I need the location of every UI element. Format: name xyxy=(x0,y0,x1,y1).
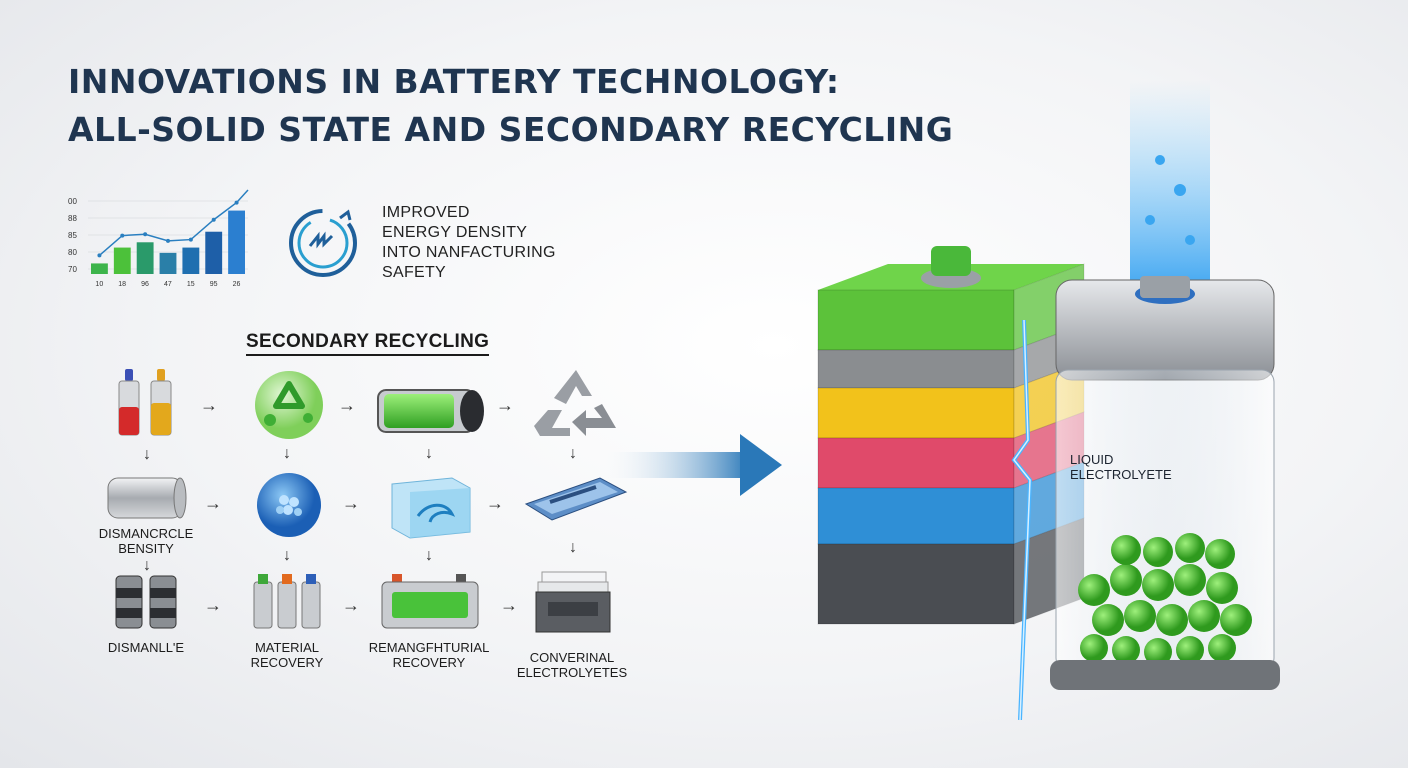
stack-layer xyxy=(817,487,1015,545)
stack-layer xyxy=(817,289,1015,351)
mini-chart-svg: 00 88 85 80 70 10 18 96 47 15 95 26 xyxy=(68,189,249,288)
x-tick-label: 18 xyxy=(118,281,126,288)
page-title: INNOVATIONS IN BATTERY TECHNOLOGY: ALL-S… xyxy=(68,58,953,154)
trend-point xyxy=(120,233,125,238)
chart-bar xyxy=(113,247,131,274)
stack-layer xyxy=(817,437,1015,489)
feature-list: IMPROVED ENERGY DENSITY INTO NANFACTURIN… xyxy=(382,203,556,283)
flow-arrow: → xyxy=(496,395,514,415)
title-line-2: ALL-SOLID STATE AND SECONDARY RECYCLING xyxy=(68,110,954,149)
stack-terminal xyxy=(931,246,971,276)
trend-point xyxy=(166,238,170,243)
circular-energy-icon xyxy=(286,206,360,280)
flow-arrow: → xyxy=(200,395,218,415)
title-line-1: INNOVATIONS IN BATTERY TECHNOLOGY: xyxy=(68,62,840,101)
y-tick-label: 85 xyxy=(68,231,77,240)
liquid-electrolyte-battery xyxy=(1030,80,1290,720)
x-tick-label: 96 xyxy=(141,281,149,288)
down-arrow: ↓ xyxy=(143,557,151,574)
y-tick-label: 88 xyxy=(68,214,77,223)
y-tick-label: 80 xyxy=(68,248,77,257)
material-recovery-label: MATERIAL RECOVERY xyxy=(250,640,324,670)
chart-bar xyxy=(159,252,177,274)
sample-bottles-icon xyxy=(115,365,181,439)
feature-line: SAFETY xyxy=(382,264,447,281)
car-battery-icon xyxy=(380,574,480,630)
x-tick-label: 15 xyxy=(187,281,195,288)
solid-state-battery xyxy=(812,230,1102,690)
remanufacturing-recovery-label: REMANGFHTURIAL RECOVERY xyxy=(368,640,490,670)
down-arrow: ↓ xyxy=(569,445,577,462)
feature-line: IMPROVED xyxy=(382,204,470,221)
trend-point xyxy=(234,200,239,205)
battery-module-icon xyxy=(520,474,630,524)
down-arrow: ↓ xyxy=(143,446,151,463)
flow-arrow: → xyxy=(486,493,504,513)
x-tick-label: 47 xyxy=(164,281,172,288)
conventional-electrolytes-label: CONVERINAL ELECTROLYETES xyxy=(516,650,628,680)
mini-chart: 00 88 85 80 70 10 18 96 47 15 95 26 xyxy=(66,188,256,288)
x-tick-label: 10 xyxy=(95,281,103,288)
chart-bar xyxy=(228,210,245,274)
green-battery-icon xyxy=(376,386,488,436)
flow-arrow: → xyxy=(204,493,222,513)
molecule-sphere-icon xyxy=(254,470,324,540)
dismantle-density-label: DISMANCRCLE BENSITY xyxy=(98,526,194,556)
metal-cylinder-icon xyxy=(104,472,188,524)
stacked-plates-icon xyxy=(534,570,614,634)
chart-bar xyxy=(91,263,108,274)
metal-cans-icon xyxy=(112,572,182,632)
trend-point xyxy=(188,237,193,242)
down-arrow: ↓ xyxy=(283,547,291,564)
dismantle-label: DISMANLL'E xyxy=(107,640,185,655)
down-arrow: ↓ xyxy=(425,547,433,564)
trend-point xyxy=(97,253,102,258)
green-pellets xyxy=(1078,533,1252,666)
feature-line: ENERGY DENSITY xyxy=(382,224,528,241)
down-arrow: ↓ xyxy=(283,445,291,462)
flow-arrow: → xyxy=(342,493,360,513)
flow-arrow: → xyxy=(342,595,360,615)
cells-group-icon xyxy=(248,572,330,632)
green-recycle-sphere-icon xyxy=(252,368,326,442)
flow-arrow: → xyxy=(204,595,222,615)
y-tick-label: 00 xyxy=(68,197,77,206)
y-tick-label: 70 xyxy=(68,265,77,274)
recycle-symbol-icon xyxy=(530,364,622,440)
x-tick-label: 26 xyxy=(233,281,241,288)
stack-layer xyxy=(817,349,1015,389)
lightning-bolt-icon xyxy=(1004,320,1044,720)
x-tick-label: 95 xyxy=(210,281,218,288)
section-title: SECONDARY RECYCLING xyxy=(246,331,490,356)
water-cube-icon xyxy=(382,472,474,542)
feature-line: INTO NANFACTURING xyxy=(382,244,556,261)
flow-arrow: → xyxy=(500,595,518,615)
trend-point xyxy=(143,232,148,237)
trend-point xyxy=(211,217,216,222)
chart-bar xyxy=(136,242,154,274)
liquid-electrolyte-label: LIQUID ELECTROLYETE xyxy=(1070,452,1172,482)
chart-bar xyxy=(182,247,200,274)
stack-layer xyxy=(817,387,1015,439)
chart-bar xyxy=(205,231,223,274)
flow-arrow: → xyxy=(338,395,356,415)
stack-layer xyxy=(817,543,1015,625)
trend-line xyxy=(98,189,249,256)
down-arrow: ↓ xyxy=(569,539,577,556)
down-arrow: ↓ xyxy=(425,445,433,462)
transition-arrow xyxy=(600,430,790,500)
